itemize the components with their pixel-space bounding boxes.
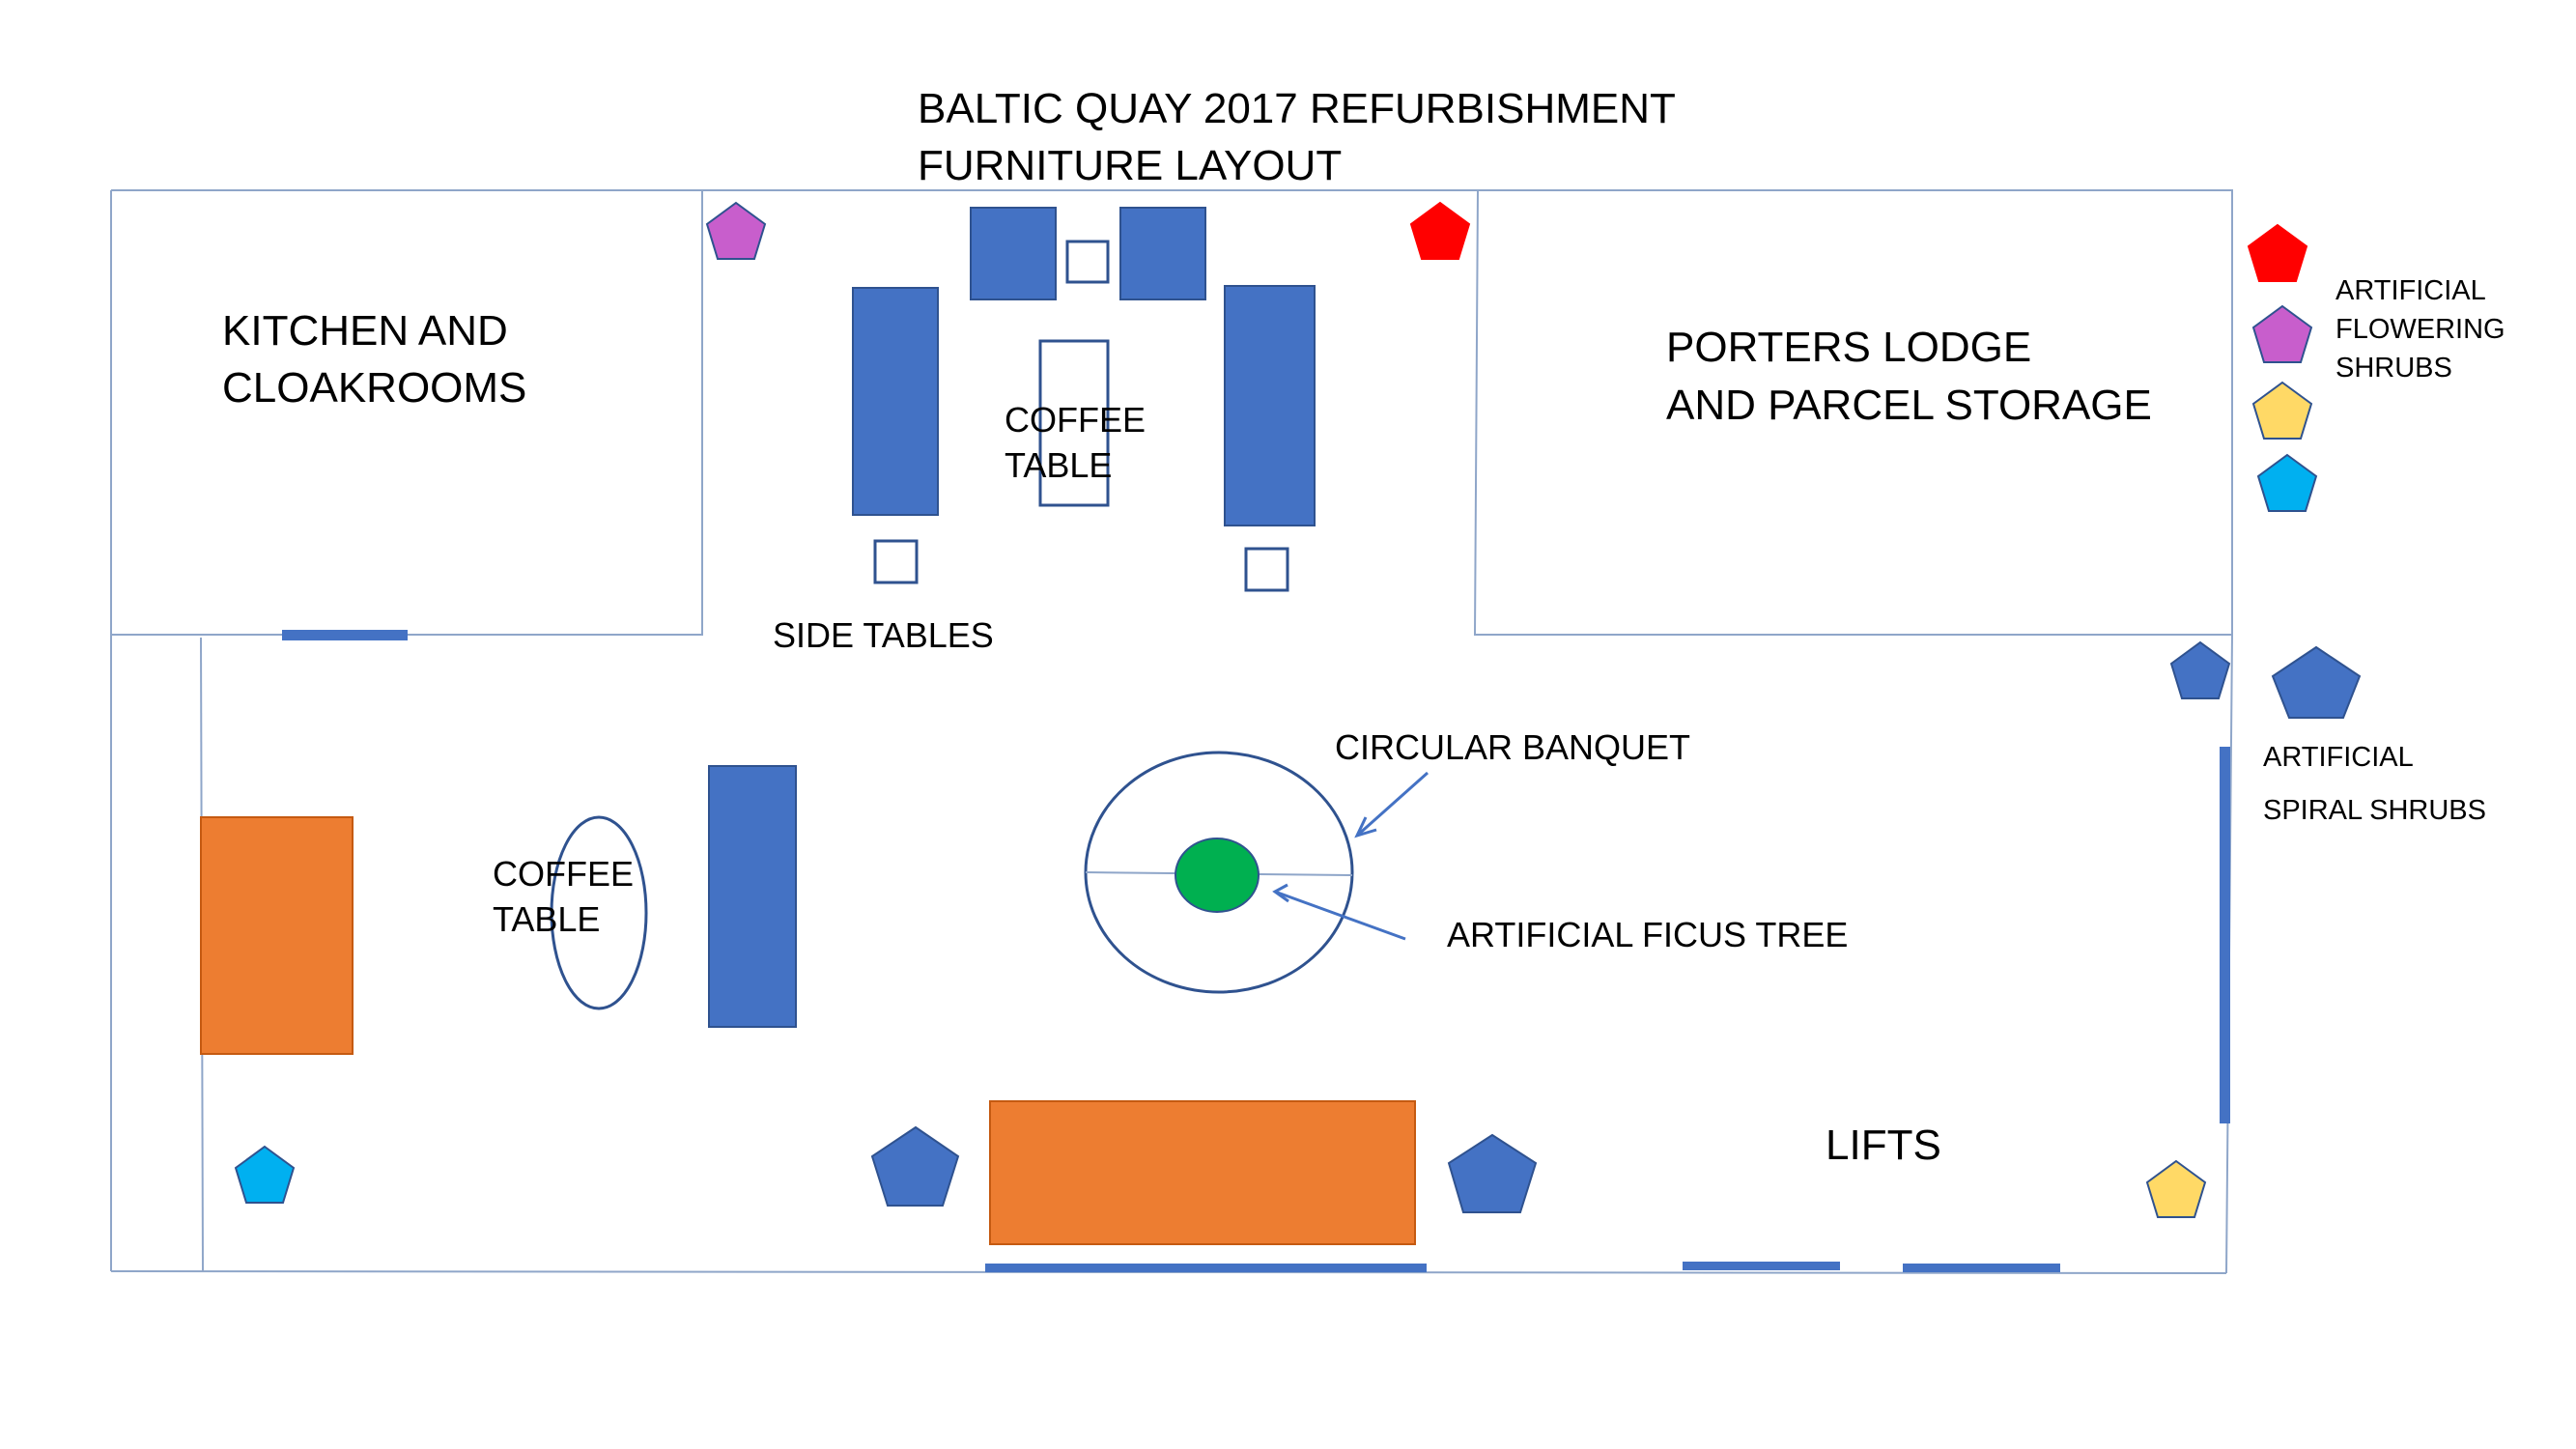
legend-purple-shrub-icon <box>2251 304 2313 363</box>
coffee-table-left-label-1: COFFEE <box>493 854 634 894</box>
orange-sofa-bottom <box>989 1100 1416 1245</box>
legend-yellow-shrub-icon <box>2251 381 2313 440</box>
armchair-top-left <box>970 207 1057 300</box>
legend-spiral-1: ARTIFICIAL <box>2263 742 2414 773</box>
spiral-shrub-icon <box>2169 640 2231 699</box>
bottom-door-marker <box>985 1264 1427 1272</box>
side-table-left <box>873 539 919 584</box>
legend-red-shrub-icon <box>2247 223 2308 282</box>
lifts-label: LIFTS <box>1826 1122 1941 1169</box>
right-window-marker <box>2220 747 2230 1123</box>
spiral-shrub-icon <box>870 1125 960 1207</box>
ficus-tree-label: ARTIFICIAL FICUS TREE <box>1447 915 1848 954</box>
legend-spiral-2: SPIRAL SHRUBS <box>2263 795 2486 826</box>
legend-flowering-2: FLOWERING <box>2335 314 2505 345</box>
banquet-arrow <box>1356 771 1429 838</box>
side-tables-label: SIDE TABLES <box>773 615 994 655</box>
coffee-table-oval <box>550 815 648 1010</box>
flowering-shrub-yellow-icon <box>2145 1159 2207 1218</box>
ficus-tree <box>1175 838 1260 913</box>
title-line-2: FURNITURE LAYOUT <box>918 142 1342 189</box>
circular-banquet-label: CIRCULAR BANQUET <box>1335 727 1690 767</box>
coffee-table-top <box>1038 339 1110 507</box>
kitchen-door-marker <box>282 630 408 640</box>
porters-label-2: AND PARCEL STORAGE <box>1666 382 2152 429</box>
sofa-top-right <box>1224 285 1316 526</box>
spiral-shrub-icon <box>1447 1133 1538 1213</box>
title-line-1: BALTIC QUAY 2017 REFURBISHMENT <box>918 85 1676 132</box>
kitchen-label-2: CLOAKROOMS <box>222 364 526 412</box>
armchair-top-right <box>1119 207 1206 300</box>
legend-flowering-1: ARTIFICIAL <box>2335 275 2486 306</box>
coffee-table-top-label-1: COFFEE <box>1005 400 1146 440</box>
ficus-arrowhead <box>1272 883 1289 903</box>
flowering-shrub-purple-icon <box>705 201 767 260</box>
legend-cyan-shrub-icon <box>2256 453 2318 512</box>
coffee-table-left-label-2: TABLE <box>493 899 600 939</box>
ficus-arrow <box>1274 890 1406 941</box>
flowering-shrub-red-icon <box>1409 201 1471 260</box>
sofa-top-left <box>852 287 939 516</box>
lift-door-marker-1 <box>1683 1262 1840 1270</box>
kitchen-label-1: KITCHEN AND <box>222 307 508 355</box>
sofa-left-center <box>708 765 797 1028</box>
lift-door-marker-2 <box>1903 1264 2060 1272</box>
flowering-shrub-cyan-icon <box>234 1145 296 1204</box>
door-markers <box>282 630 2230 1272</box>
side-table-right <box>1244 547 1289 592</box>
banquet-arrowhead <box>1354 816 1377 838</box>
side-table-top-center <box>1065 240 1110 284</box>
orange-sofa-left <box>200 816 354 1055</box>
legend-spiral-shrub-icon <box>2271 645 2362 719</box>
kitchen-room-outline <box>110 189 703 636</box>
legend-flowering-3: SHRUBS <box>2335 353 2452 384</box>
coffee-table-top-label-2: TABLE <box>1005 445 1112 485</box>
porters-label-1: PORTERS LODGE <box>1666 324 2031 371</box>
